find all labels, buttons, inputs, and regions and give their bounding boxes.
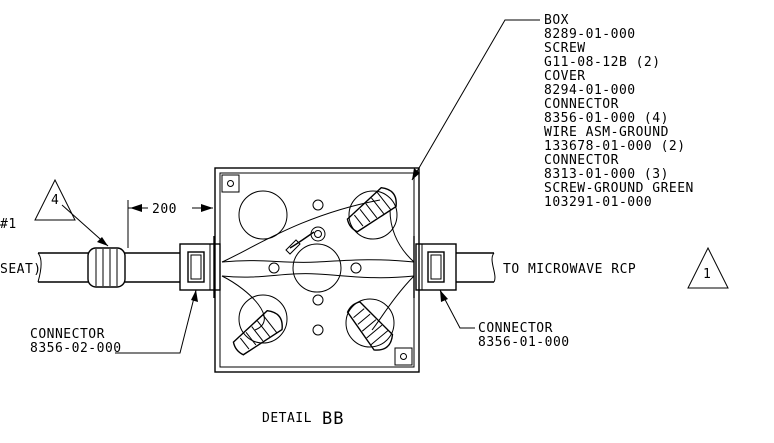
callout-line: 8356-01-000 (4) [544,111,669,126]
wire-nut-top [346,186,397,233]
callout-line: CONNECTOR [544,153,619,168]
left-conduit [37,252,180,283]
connector-left-leader [115,289,198,354]
connector-left-name: CONNECTOR [30,327,105,342]
left-hash-label: #1 [0,217,17,232]
callout-line: COVER [544,69,586,84]
box-callout-text: BOX 8289-01-000 SCREW G11-08-12B (2) COV… [544,13,694,210]
callout-line: SCREW [544,41,586,56]
wire-nut-bottom-left [232,309,283,356]
callout-line: WIRE ASM-GROUND [544,125,669,140]
internal-wires [221,199,415,331]
dimension-200 [127,200,213,248]
callout-line: 103291-01-000 [544,195,652,210]
callout-line: CONNECTOR [544,97,619,112]
note-flag-left-number: 4 [51,193,59,208]
callout-line: 133678-01-000 (2) [544,139,686,154]
dimension-value: 200 [152,202,177,217]
connector-left-body [179,236,221,298]
note-flag-right-number: 1 [703,267,711,282]
connector-left-part: 8356-02-000 [30,341,122,356]
detail-label-letters: BB [322,409,344,429]
connector-right-body [413,236,457,298]
callout-line: 8313-01-000 (3) [544,167,669,182]
callout-line: G11-08-12B (2) [544,55,661,70]
callout-line: BOX [544,13,569,28]
connector-right-part: 8356-01-000 [478,335,570,350]
detail-label-prefix: DETAIL [262,411,312,426]
knockouts [238,190,398,348]
callout-line: SCREW-GROUND GREEN [544,181,694,196]
right-destination-label: TO MICROWAVE RCP [503,262,636,277]
connector-right-leader [439,289,475,329]
wire-nut-bottom-right [346,301,394,351]
left-seat-label: SEAT) [0,262,42,277]
strain-relief-fitting [87,247,126,288]
note-flag-left [34,178,109,247]
connector-right-name: CONNECTOR [478,321,553,336]
right-conduit [456,252,496,283]
callout-line: 8289-01-000 [544,27,636,42]
box-leader [411,19,540,181]
note-flag-right [687,246,729,289]
callout-line: 8294-01-000 [544,83,636,98]
